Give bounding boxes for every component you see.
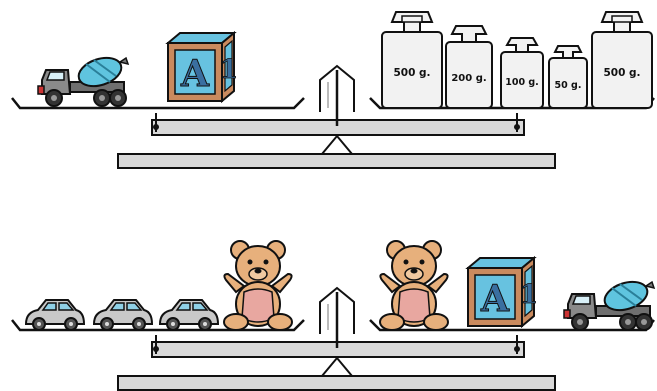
teddy-bear: [380, 241, 448, 330]
weight-label: 500 g.: [393, 67, 430, 79]
toy-car: [160, 300, 218, 330]
toy-car: [26, 300, 84, 330]
weight-200g: 200 g.: [446, 26, 492, 108]
alphabet-block: [468, 258, 538, 326]
weight-label: 100 g.: [505, 77, 539, 88]
fulcrum: [322, 358, 352, 376]
scale-top: 500 g. 200 g. 100 g. 50 g. 500 g.: [12, 12, 654, 168]
cement-mixer-truck: [564, 277, 654, 330]
weight-100g: 100 g.: [501, 38, 543, 108]
weight-500g-b: 500 g.: [592, 12, 652, 108]
toy-car: [94, 300, 152, 330]
teddy-bear: [224, 241, 292, 330]
weight-50g: 50 g.: [549, 46, 587, 108]
weight-label: 50 g.: [555, 80, 582, 91]
weight-500g-a: 500 g.: [382, 12, 442, 108]
weight-label: 200 g.: [451, 73, 486, 84]
cement-mixer-truck: [38, 53, 128, 106]
scale-base: [118, 154, 555, 168]
scale-base: [118, 376, 555, 390]
fulcrum: [322, 136, 352, 154]
weight-label: 500 g.: [603, 67, 640, 79]
scale-bottom: [12, 241, 654, 390]
alphabet-block: [168, 33, 238, 101]
